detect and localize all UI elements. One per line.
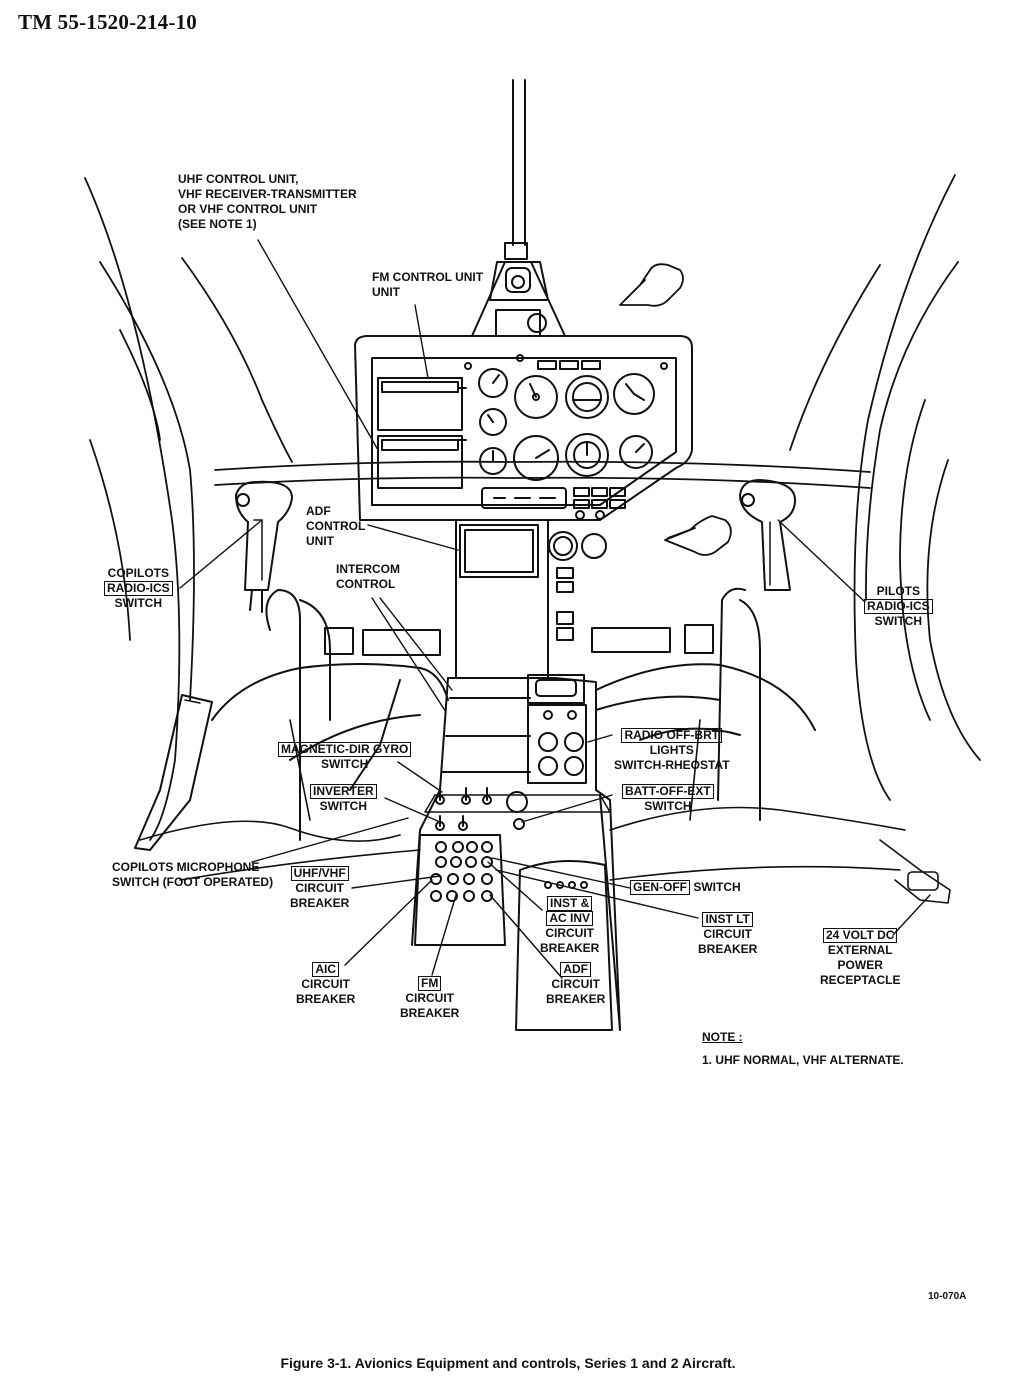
label-line: UHF CONTROL UNIT,: [178, 172, 299, 186]
label-fm-control-unit: FM CONTROL UNIT UNIT: [372, 270, 483, 300]
label-line: POWER: [837, 958, 883, 972]
antenna-mast: [471, 79, 566, 337]
label-inst-lt-circuit-breaker: INST LT CIRCUIT BREAKER: [698, 912, 757, 957]
label-line: SWITCH: [114, 596, 162, 610]
label-line: EXTERNAL: [827, 943, 893, 957]
label-line: SWITCH: [693, 880, 741, 894]
cyclic-sticks: [235, 479, 796, 613]
label-boxed-text: MAGNETIC-DIR GYRO: [278, 742, 412, 757]
label-line: ADF: [306, 504, 331, 518]
label-copilots-radio-ics-switch: COPILOTS RADIO-ICS SWITCH: [104, 566, 173, 611]
label-adf-control-unit: ADF CONTROL UNIT: [306, 504, 365, 549]
label-boxed-text: AC INV: [546, 911, 593, 926]
label-pilots-radio-ics-switch: PILOTS RADIO-ICS SWITCH: [864, 584, 933, 629]
label-line: CIRCUIT: [301, 977, 350, 991]
label-line: SWITCH (FOOT OPERATED): [112, 875, 274, 889]
label-line: BREAKER: [296, 992, 356, 1006]
label-boxed-text: FM: [418, 976, 442, 991]
label-boxed-text: BATT-OFF-EXT: [622, 784, 714, 799]
label-line: UNIT: [372, 285, 400, 299]
label-line: BREAKER: [540, 941, 600, 955]
label-line: UNIT: [306, 534, 334, 548]
label-line: BREAKER: [400, 1006, 460, 1020]
label-boxed-text: INVERTER: [310, 784, 377, 799]
label-line: RECEPTACLE: [820, 973, 901, 987]
label-boxed-text: RADIO-ICS: [104, 581, 173, 596]
label-line: SWITCH-RHEOSTAT: [614, 758, 730, 772]
label-line: CONTROL: [306, 519, 366, 533]
label-radio-off-brt-switch: RADIO OFF-BRT LIGHTS SWITCH-RHEOSTAT: [614, 728, 730, 773]
label-line: BREAKER: [290, 896, 350, 910]
label-24-volt-dc-external-power-receptacle: 24 VOLT DC EXTERNAL POWER RECEPTACLE: [820, 928, 900, 988]
hand-pointer-icons: [619, 263, 732, 556]
label-boxed-text: INST LT: [702, 912, 753, 927]
label-copilots-microphone-switch: COPILOTS MICROPHONE SWITCH (FOOT OPERATE…: [112, 860, 273, 890]
leader-lines: [179, 239, 931, 979]
label-adf-circuit-breaker: ADF CIRCUIT BREAKER: [546, 962, 605, 1007]
label-line: INTERCOM: [336, 562, 400, 576]
label-line: PILOTS: [876, 584, 920, 598]
label-line: SWITCH: [874, 614, 922, 628]
label-boxed-text: RADIO OFF-BRT: [621, 728, 723, 743]
label-line: SWITCH: [319, 799, 367, 813]
label-line: SWITCH: [321, 757, 369, 771]
label-batt-off-ext-switch: BATT-OFF-EXT SWITCH: [622, 784, 714, 814]
label-gen-off-switch: GEN-OFF SWITCH: [630, 880, 741, 895]
label-aic-circuit-breaker: AIC CIRCUIT BREAKER: [296, 962, 355, 1007]
center-console: [411, 519, 621, 1031]
figure-caption: Figure 3-1. Avionics Equipment and contr…: [280, 1355, 736, 1371]
label-line: OR VHF CONTROL UNIT: [178, 202, 318, 216]
note-block: NOTE : 1. UHF NORMAL, VHF ALTERNATE.: [702, 1030, 904, 1068]
label-uhf-control-unit: UHF CONTROL UNIT, VHF RECEIVER-TRANSMITT…: [178, 172, 357, 232]
label-boxed-text: ADF: [560, 962, 591, 977]
label-boxed-text: AIC: [312, 962, 339, 977]
label-line: COPILOTS: [107, 566, 169, 580]
label-line: LIGHTS: [649, 743, 694, 757]
label-line: BREAKER: [546, 992, 606, 1006]
label-boxed-text: RADIO-ICS: [864, 599, 933, 614]
label-line: (SEE NOTE 1): [178, 217, 257, 231]
label-boxed-text: INST &: [547, 896, 593, 911]
label-line: FM CONTROL UNIT: [372, 270, 484, 284]
label-fm-circuit-breaker: FM CIRCUIT BREAKER: [400, 976, 459, 1021]
label-line: CIRCUIT: [703, 927, 752, 941]
label-line: CONTROL: [336, 577, 396, 591]
label-line: SWITCH: [644, 799, 692, 813]
art-number: 10-070A: [928, 1291, 967, 1302]
note-item: 1. UHF NORMAL, VHF ALTERNATE.: [702, 1053, 904, 1067]
label-intercom-control: INTERCOM CONTROL: [336, 562, 400, 592]
label-line: VHF RECEIVER-TRANSMITTER: [178, 187, 357, 201]
label-boxed-text: 24 VOLT DC: [822, 928, 898, 943]
floor-pedals: [139, 719, 951, 904]
label-line: CIRCUIT: [545, 926, 594, 940]
label-line: BREAKER: [698, 942, 758, 956]
collective-lever: [134, 694, 213, 851]
label-line: CIRCUIT: [405, 991, 454, 1005]
label-line: CIRCUIT: [295, 881, 344, 895]
label-uhf-vhf-circuit-breaker: UHF/VHF CIRCUIT BREAKER: [290, 866, 349, 911]
label-inst-ac-inv-circuit-breaker: INST & AC INV CIRCUIT BREAKER: [540, 896, 599, 956]
label-magnetic-dir-gyro-switch: MAGNETIC-DIR GYRO SWITCH: [278, 742, 412, 772]
label-line: COPILOTS MICROPHONE: [112, 860, 260, 874]
instrument-panel: [354, 335, 693, 521]
note-title: NOTE :: [702, 1030, 743, 1044]
seats: [211, 587, 816, 841]
label-boxed-text: GEN-OFF: [630, 880, 690, 895]
label-boxed-text: UHF/VHF: [290, 866, 349, 881]
label-inverter-switch: INVERTER SWITCH: [310, 784, 377, 814]
label-line: CIRCUIT: [551, 977, 600, 991]
canopy-frames: [84, 174, 981, 841]
document-number: TM 55-1520-214-10: [18, 10, 197, 34]
